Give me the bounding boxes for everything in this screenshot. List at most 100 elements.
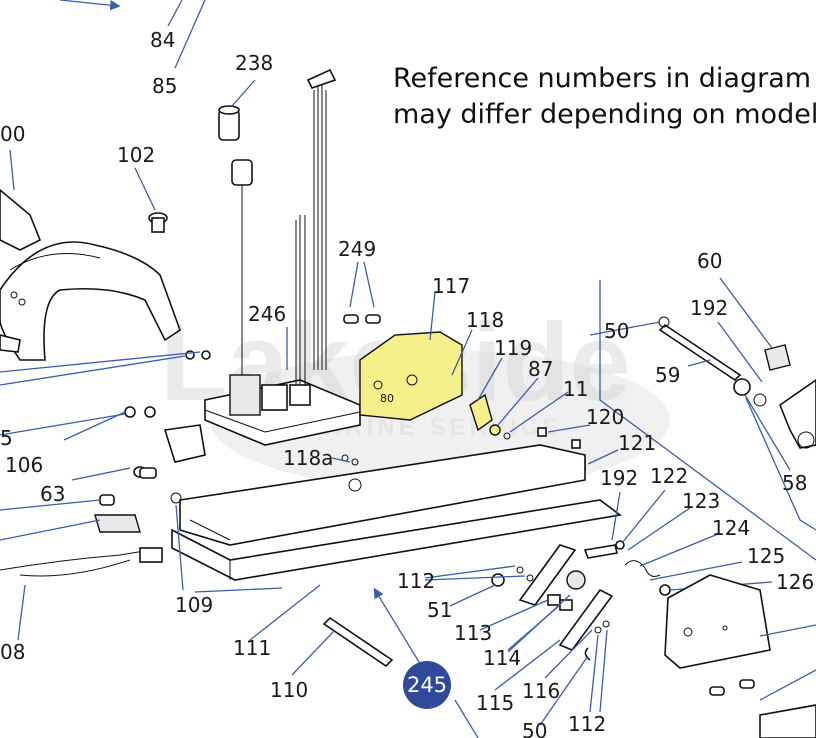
leader-115	[494, 639, 561, 691]
ref-label-111: 111	[233, 636, 271, 660]
part-120-a	[537, 427, 547, 437]
leader-124	[639, 533, 719, 567]
part-shroud-left	[0, 188, 181, 361]
leader-114b	[507, 594, 571, 653]
leader-right-2	[759, 624, 816, 637]
part-right-assembly	[658, 316, 816, 738]
ref-label-106: 106	[5, 453, 43, 477]
callout-245-badge[interactable]	[403, 661, 451, 709]
leader-123	[627, 507, 691, 551]
leader-125	[649, 561, 743, 581]
leader-100	[9, 149, 15, 191]
ref-label-238: 238	[235, 51, 273, 75]
part-screws-249	[343, 314, 381, 324]
leader-112c	[589, 634, 599, 713]
leader-106a	[63, 411, 126, 441]
callout-245-label: 245	[407, 673, 447, 697]
ref-label-112: 112	[397, 569, 435, 593]
ref-label-87: 87	[528, 357, 553, 381]
ref-label-192: 192	[690, 296, 728, 320]
leader-102	[134, 167, 156, 211]
ref-label-109: 109	[175, 593, 213, 617]
leader-63	[71, 467, 131, 481]
leader-238	[231, 79, 256, 107]
ref-label-249: 249	[338, 237, 376, 261]
top-arrow	[59, 0, 121, 11]
leader-117	[429, 291, 436, 341]
ref-label-124: 124	[712, 516, 750, 540]
leader-192a	[717, 321, 763, 383]
leader-113	[479, 599, 549, 631]
reference-labels: 8485238001022492461171181198711120121601…	[0, 28, 814, 738]
leader-right-1	[745, 397, 816, 531]
leader-118a	[331, 457, 351, 463]
part-sleeve	[218, 105, 240, 141]
ref-label-63: 63	[40, 482, 65, 506]
ref-label-112: 112	[568, 712, 606, 736]
ref-label-123: 123	[682, 489, 720, 513]
part-120-b	[571, 439, 581, 449]
leader-112a	[424, 565, 516, 579]
note-line-2: may differ depending on model	[393, 99, 816, 130]
callout-245-tail	[454, 699, 479, 738]
leader-left-2	[0, 351, 201, 373]
leader-109a	[175, 504, 184, 591]
section-line	[599, 280, 816, 561]
ref-label-118: 118	[466, 308, 504, 332]
ref-label-11: 11	[563, 377, 588, 401]
leader-50a	[589, 321, 661, 336]
part-linkage	[491, 540, 671, 661]
ref-label-5: 5	[0, 426, 13, 450]
leader-59	[687, 359, 711, 367]
leader-112b	[424, 575, 526, 581]
part-fittings-left	[0, 350, 359, 577]
ref-label-60: 60	[697, 249, 722, 273]
leader-111	[249, 584, 321, 641]
ref-label-08: 08	[0, 640, 25, 664]
leader-left-1	[0, 355, 186, 386]
leader-110	[291, 629, 336, 676]
leader-122	[621, 489, 666, 544]
ref-label-122: 122	[650, 464, 688, 488]
ref-label-116: 116	[522, 679, 560, 703]
part-grommet	[148, 212, 168, 233]
leader-85	[174, 0, 206, 69]
ref-label-117: 117	[432, 274, 470, 298]
leader-87	[497, 377, 539, 426]
leader-08	[17, 584, 26, 641]
part-117-bracket: 80	[359, 331, 463, 421]
ref-label-58: 58	[782, 471, 807, 495]
ref-label-84: 84	[150, 28, 175, 52]
ref-label-50: 50	[604, 319, 629, 343]
part-control-box	[204, 68, 361, 446]
leader-51	[449, 584, 496, 607]
ref-label-121: 121	[618, 431, 656, 455]
leader-109b	[194, 587, 283, 593]
part-110-rod	[322, 616, 394, 668]
leader-60	[719, 277, 773, 349]
leader-left-4	[0, 519, 101, 541]
ref-label-115: 115	[476, 691, 514, 715]
part-base-plate	[171, 444, 622, 581]
ref-label-110: 110	[270, 678, 308, 702]
leader-249a	[349, 261, 359, 308]
ref-label-126: 126	[776, 570, 814, 594]
ref-label-85: 85	[152, 74, 177, 98]
ref-label-51: 51	[427, 598, 452, 622]
leader-249b	[363, 261, 375, 308]
leader-left-3	[0, 499, 101, 511]
ref-label-50: 50	[522, 719, 547, 738]
leader-121	[587, 449, 619, 465]
leader-118	[451, 329, 473, 376]
ref-label-125: 125	[747, 544, 785, 568]
ref-label-114: 114	[483, 646, 521, 670]
ref-label-246: 246	[248, 302, 286, 326]
leader-6	[0, 413, 126, 436]
ref-label-120: 120	[586, 405, 624, 429]
leader-120	[547, 424, 591, 433]
leader-116	[544, 629, 593, 679]
ref-label-119: 119	[494, 336, 532, 360]
leader-50b	[539, 655, 589, 726]
